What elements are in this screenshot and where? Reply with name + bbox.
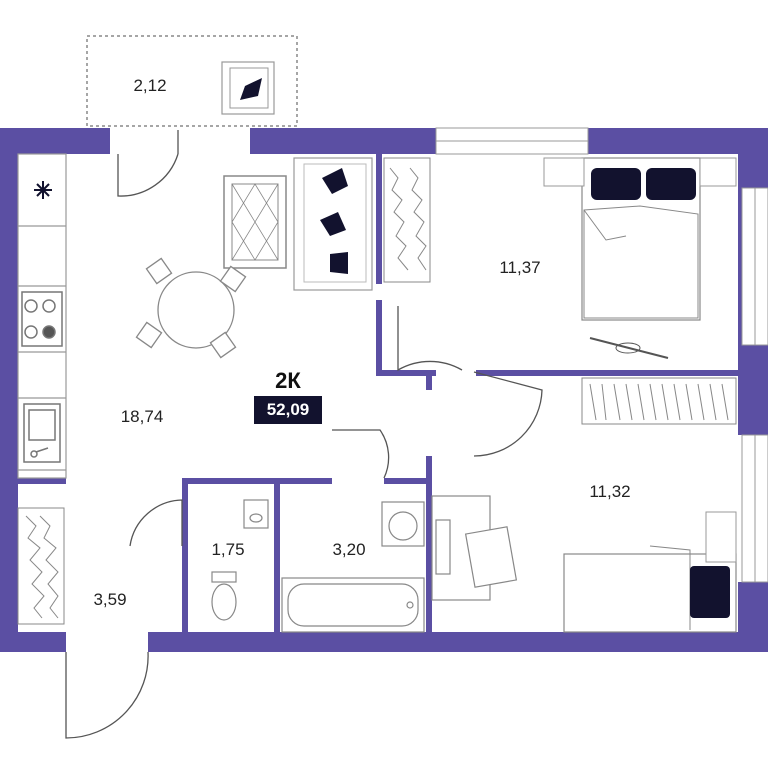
toilet-area-label: 1,75	[211, 540, 245, 559]
toilet-door	[129, 499, 183, 547]
room2-area-label: 11,32	[589, 482, 631, 501]
wardrobe2-icon	[581, 377, 737, 425]
desk-icon	[431, 495, 518, 601]
hallway-wardrobe-icon	[17, 507, 65, 625]
entrance-door	[117, 153, 179, 197]
room2-door	[473, 371, 543, 457]
sofa-icon	[293, 157, 373, 291]
sofa-bed-icon	[563, 511, 737, 633]
walls	[0, 128, 768, 652]
balcony-outline	[86, 35, 298, 127]
doors	[65, 130, 543, 739]
kitchen-counter	[17, 153, 67, 479]
snowflake-icon	[34, 181, 52, 199]
stove-icon	[21, 291, 63, 347]
hallway-area-label: 3,59	[93, 590, 127, 609]
apartment-type: 2К	[275, 368, 301, 393]
balcony-area-label: 2,12	[133, 76, 167, 95]
bathtub-icon	[281, 501, 425, 633]
bed-icon	[543, 157, 737, 359]
balcony-chair-icon	[221, 61, 275, 115]
kitchen-area-label: 18,74	[120, 407, 164, 426]
bathroom-area-label: 3,20	[332, 540, 366, 559]
wardrobe-icon	[383, 157, 431, 283]
sink-icon	[23, 403, 61, 463]
hall-door	[65, 651, 149, 739]
bedroom-area-label: 11,37	[499, 258, 541, 277]
windows	[435, 127, 768, 583]
apartment-total-area: 52,09	[254, 396, 322, 424]
bedroom-door	[397, 306, 463, 372]
toilet-icon	[211, 499, 269, 621]
rug-icon	[223, 175, 287, 269]
dining-table-icon	[135, 257, 247, 359]
bathroom-door	[332, 429, 390, 479]
apartment-badge: 2К 52,09	[254, 366, 322, 424]
